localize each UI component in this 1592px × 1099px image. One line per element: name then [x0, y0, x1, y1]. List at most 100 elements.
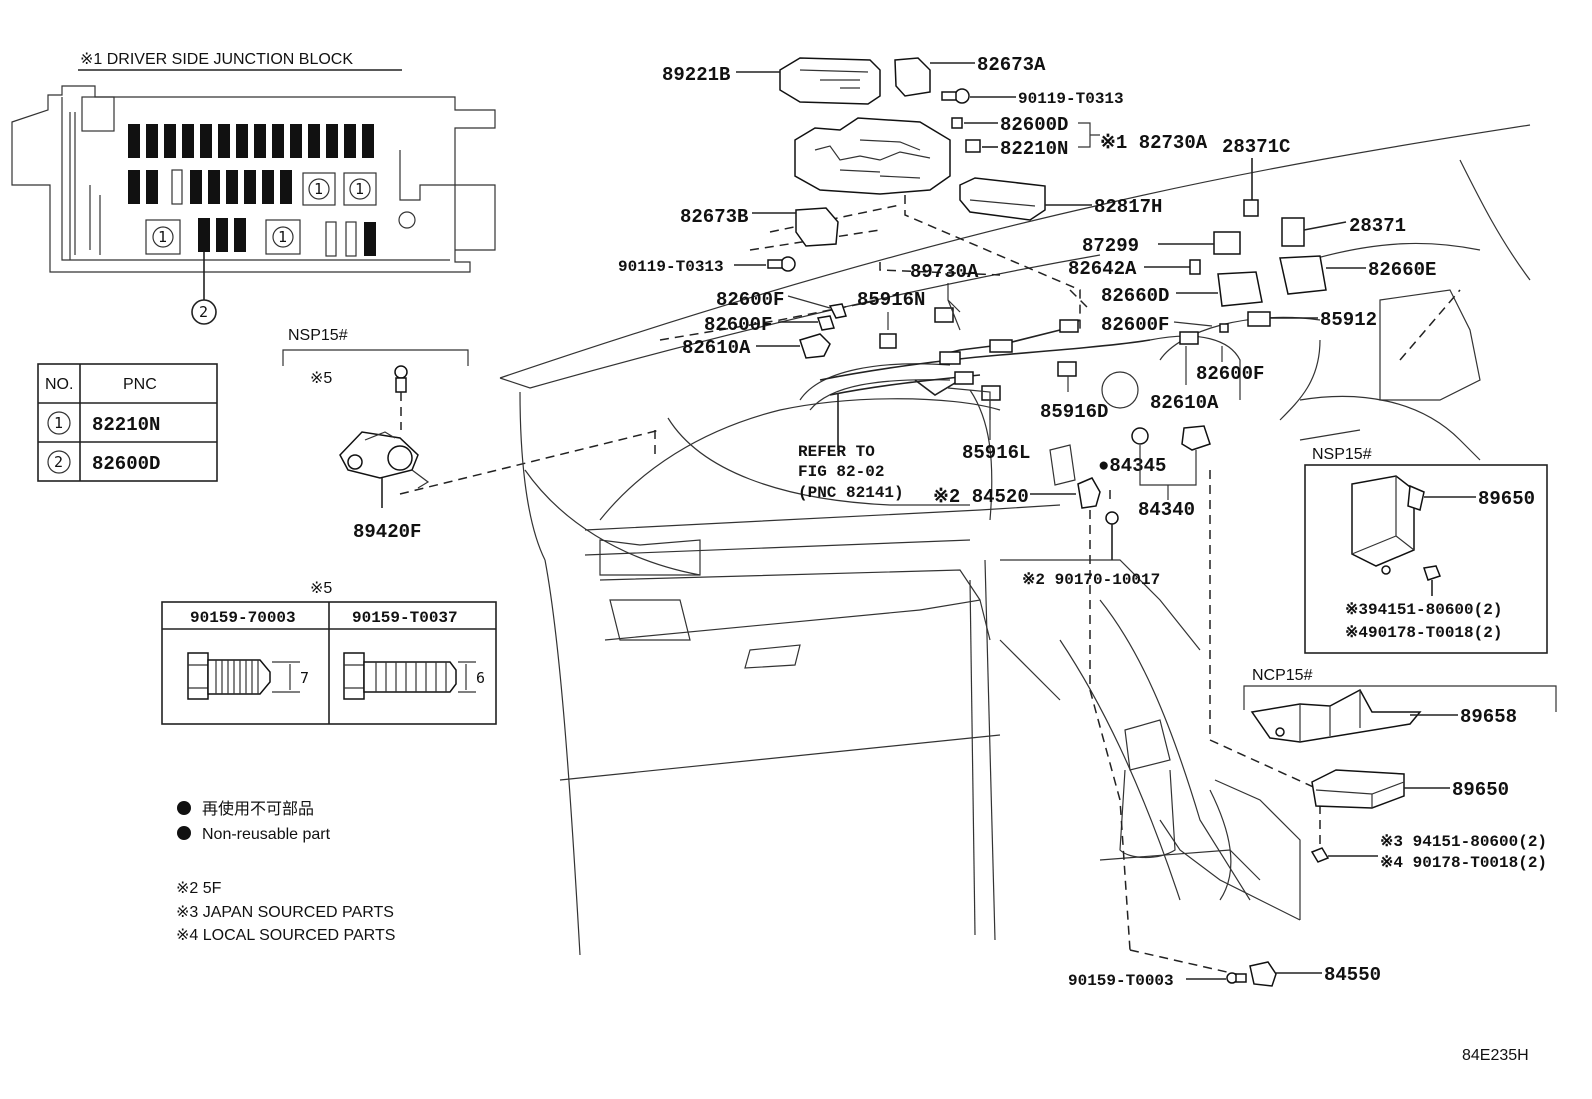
part-90170-10017: ※2 90170-10017	[1022, 571, 1160, 589]
nsp-ignition-group: NSP15# ※5 89420F	[282, 327, 661, 543]
bracket-icon	[894, 57, 931, 97]
ignition-switch-icon	[339, 431, 430, 489]
figure-id: 84E235H	[1462, 1047, 1529, 1064]
fuse-row-middle	[128, 169, 292, 205]
parts-top: 89221B 82673A 90119-T0313 82600D 82210N …	[618, 54, 1436, 423]
part-82817H: 82817H	[1094, 196, 1162, 218]
part-82600F-a: 82600F	[716, 289, 784, 311]
part-89420F: 89420F	[353, 521, 421, 543]
legend: 再使用不可部品 Non-reusable part ※2 5F ※3 JAPAN…	[176, 800, 395, 944]
relay-icon	[1213, 217, 1305, 255]
junction-block-title: ※1 DRIVER SIDE JUNCTION BLOCK	[80, 51, 353, 68]
bolt-icon	[187, 652, 300, 700]
refer-text: REFER TO	[798, 443, 875, 461]
part-89730A: 89730A	[910, 261, 979, 283]
ncp-label: NCP15#	[1252, 667, 1313, 684]
nsp-label-right: NSP15#	[1312, 446, 1372, 463]
part-82600F-d: 82600F	[1196, 363, 1264, 385]
pnc-row-no: 2	[54, 453, 63, 471]
part-82600D: 82600D	[1000, 114, 1068, 136]
part-82673A: 82673A	[977, 54, 1046, 76]
fuse-row-top	[128, 124, 374, 158]
part-82610A-left: 82610A	[682, 337, 751, 359]
part-82660E: 82660E	[1368, 259, 1436, 281]
nsp-right-box: NSP15# 89650 ※394151-80600(2) ※490178-T0…	[1304, 446, 1548, 654]
relay-block-icon	[1217, 255, 1327, 307]
fuse-marker: 1	[355, 180, 364, 198]
sensor-icon	[1249, 961, 1277, 987]
part-89650-ncp: 89650	[1452, 779, 1509, 801]
part-82673B: 82673B	[680, 206, 748, 228]
bolt-dimension: 7	[300, 669, 309, 687]
part-84345: ●84345	[1098, 455, 1166, 477]
bolt-table-header: 90159-T0037	[352, 609, 458, 627]
callout-marker: 2	[199, 303, 208, 321]
screw-icon	[1226, 972, 1247, 984]
part-84550: 84550	[1324, 964, 1381, 986]
pnc-row-value: 82210N	[92, 414, 160, 436]
part-89650-nsp: 89650	[1478, 488, 1535, 510]
bracket-icon	[795, 207, 839, 247]
bolt-dimension: 6	[476, 669, 485, 687]
non-reusable-dot-icon	[177, 826, 191, 840]
bolt-small-icon	[767, 256, 796, 272]
control-unit-icon	[1351, 475, 1425, 575]
part-82610A-right: 82610A	[1150, 392, 1219, 414]
refer-text: FIG 82-02	[798, 463, 884, 481]
control-unit-icon	[1311, 769, 1405, 809]
part-87299: 87299	[1082, 235, 1139, 257]
part-82730A: ※1 82730A	[1100, 132, 1208, 154]
fuse-marker: 1	[158, 228, 167, 246]
nsp-note: ※394151-80600(2)	[1345, 601, 1502, 619]
clip-icon	[1131, 427, 1149, 445]
part-84520: ※2 84520	[933, 486, 1029, 508]
connector-icon	[799, 333, 831, 359]
bolt-table-ref: ※5	[310, 580, 332, 597]
part-85912: 85912	[1320, 309, 1377, 331]
part-89658: 89658	[1460, 706, 1517, 728]
ncp-note: ※3 94151-80600(2)	[1380, 833, 1547, 851]
part-82660D: 82660D	[1101, 285, 1169, 307]
bolt-icon	[343, 652, 476, 700]
legend-note: ※2 5F	[176, 880, 222, 897]
parts-bottom: 90159-T0003 84550	[1068, 961, 1381, 990]
part-90159-T0003: 90159-T0003	[1068, 972, 1174, 990]
bolt-table-header: 90159-70003	[190, 609, 296, 627]
bolt-small-icon	[941, 88, 970, 104]
legend-en: Non-reusable part	[202, 826, 331, 843]
pnc-row-value: 82600D	[92, 453, 160, 475]
part-85916D: 85916D	[1040, 401, 1108, 423]
cover-icon	[959, 177, 1046, 221]
part-28371: 28371	[1349, 215, 1406, 237]
ncp-right-group: NCP15# 89658 89650 ※3 94151-80600(2) ※4 …	[1243, 667, 1557, 872]
ncp-note: ※4 90178-T0018(2)	[1380, 854, 1547, 872]
non-reusable-dot-icon	[177, 801, 191, 815]
part-85916N: 85916N	[857, 289, 925, 311]
part-82642A: 82642A	[1068, 258, 1137, 280]
bracket-89658-icon	[1250, 688, 1422, 743]
screw-icon	[394, 365, 408, 393]
part-82210N: 82210N	[1000, 138, 1068, 160]
part-90119-T0313: 90119-T0313	[1018, 90, 1124, 108]
screw-ref: ※5	[310, 370, 332, 387]
pnc-table-header-pnc: PNC	[123, 376, 157, 393]
nsp-note: ※490178-T0018(2)	[1345, 624, 1502, 642]
pnc-table: NO. PNC 1 82210N 2 82600D	[37, 363, 218, 482]
part-84340: 84340	[1138, 499, 1195, 521]
nut-icon	[1310, 847, 1330, 863]
parts-middle: REFER TO FIG 82-02 (PNC 82141) 85916L ●8…	[798, 393, 1211, 589]
fuse-marker: 1	[314, 180, 323, 198]
fuse-marker: 1	[278, 228, 287, 246]
legend-note: ※3 JAPAN SOURCED PARTS	[176, 904, 394, 921]
sensor-icon	[1181, 425, 1211, 451]
part-89221B: 89221B	[662, 64, 730, 86]
legend-note: ※4 LOCAL SOURCED PARTS	[176, 927, 395, 944]
wire-harness	[819, 307, 1151, 420]
nsp-label-left: NSP15#	[288, 327, 348, 344]
pnc-table-header-no: NO.	[45, 376, 73, 393]
control-module-icon	[779, 57, 881, 105]
nut-icon	[1423, 565, 1441, 581]
part-85916L: 85916L	[962, 442, 1030, 464]
refer-text: (PNC 82141)	[798, 484, 904, 502]
